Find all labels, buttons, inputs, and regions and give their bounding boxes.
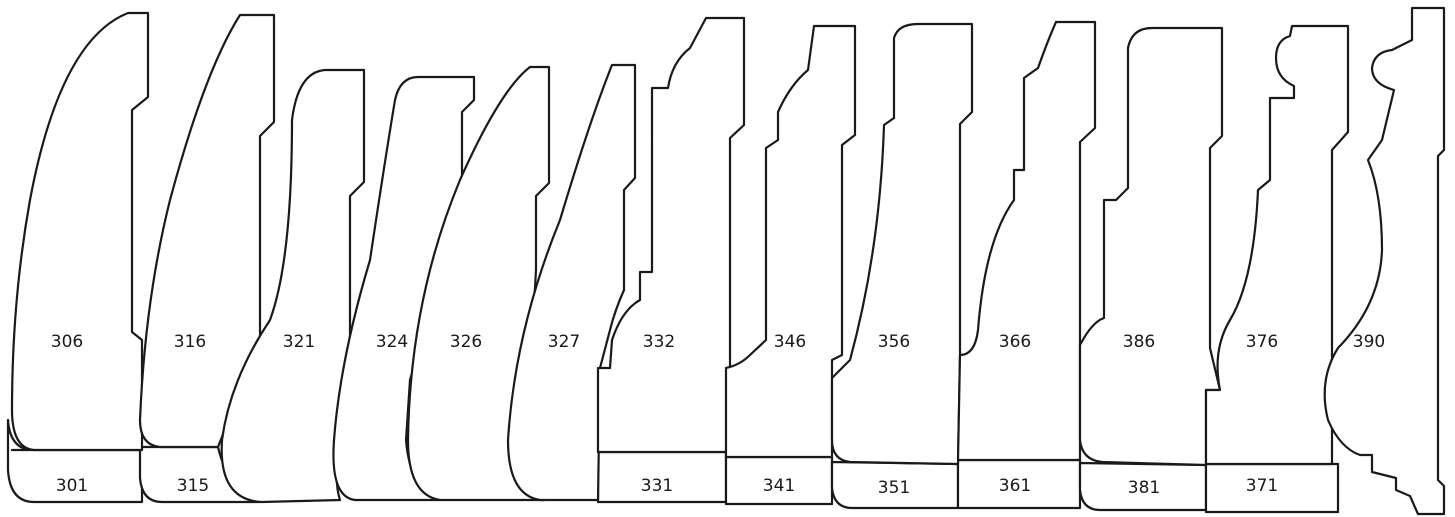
label-316: 316	[174, 332, 206, 352]
label-332: 332	[643, 332, 675, 352]
profile-356	[830, 22, 974, 466]
label-381: 381	[1128, 478, 1160, 498]
profile-306	[10, 11, 150, 452]
base-351	[830, 460, 960, 510]
label-321: 321	[283, 332, 315, 352]
label-327: 327	[548, 332, 580, 352]
profile-332	[596, 16, 746, 454]
label-306: 306	[51, 332, 83, 352]
label-356: 356	[878, 332, 910, 352]
profile-327	[506, 63, 637, 502]
base-381	[1078, 461, 1208, 512]
base-301	[6, 418, 144, 504]
label-324: 324	[376, 332, 408, 352]
label-386: 386	[1123, 332, 1155, 352]
label-361: 361	[999, 476, 1031, 496]
label-326: 326	[450, 332, 482, 352]
profile-376	[1204, 24, 1350, 466]
profile-346	[724, 24, 857, 459]
label-315: 315	[177, 476, 209, 496]
profile-386	[1078, 26, 1224, 467]
label-376: 376	[1246, 332, 1278, 352]
label-301: 301	[56, 476, 88, 496]
profile-366	[956, 20, 1097, 462]
label-371: 371	[1246, 476, 1278, 496]
label-351: 351	[878, 478, 910, 498]
profile-316	[138, 13, 276, 449]
label-346: 346	[774, 332, 806, 352]
label-331: 331	[641, 476, 673, 496]
label-341: 341	[763, 476, 795, 496]
label-366: 366	[999, 332, 1031, 352]
label-390: 390	[1353, 332, 1385, 352]
profile-390	[1323, 6, 1446, 516]
